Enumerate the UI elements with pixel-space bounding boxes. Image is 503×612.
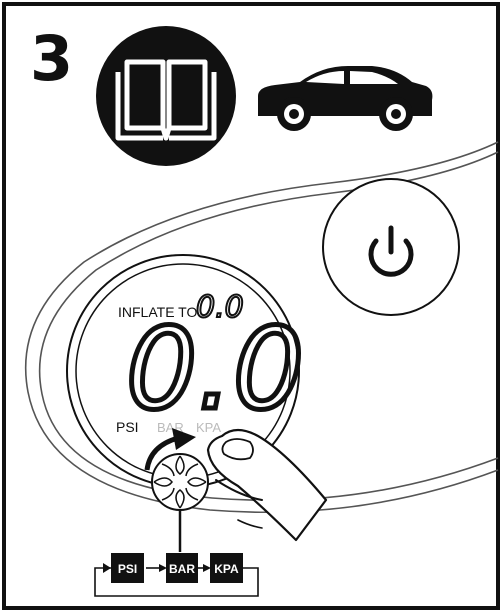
- current-pressure-value: 0.0: [126, 305, 304, 435]
- unit-cycle-diagram: PSI BAR KPA: [95, 553, 258, 596]
- unit-kpa-label: KPA: [196, 420, 221, 435]
- kpa-unit-text: KPA: [214, 562, 239, 576]
- finger-illustration: [208, 430, 326, 540]
- step-number: 3: [30, 22, 73, 95]
- unit-select-knob[interactable]: [152, 454, 208, 510]
- bar-unit-text: BAR: [169, 562, 195, 576]
- car-icon: [258, 66, 432, 131]
- open-book-icon: [96, 26, 236, 166]
- unit-psi-label: PSI: [116, 419, 139, 435]
- power-button[interactable]: [323, 179, 459, 315]
- psi-unit-text: PSI: [118, 562, 137, 576]
